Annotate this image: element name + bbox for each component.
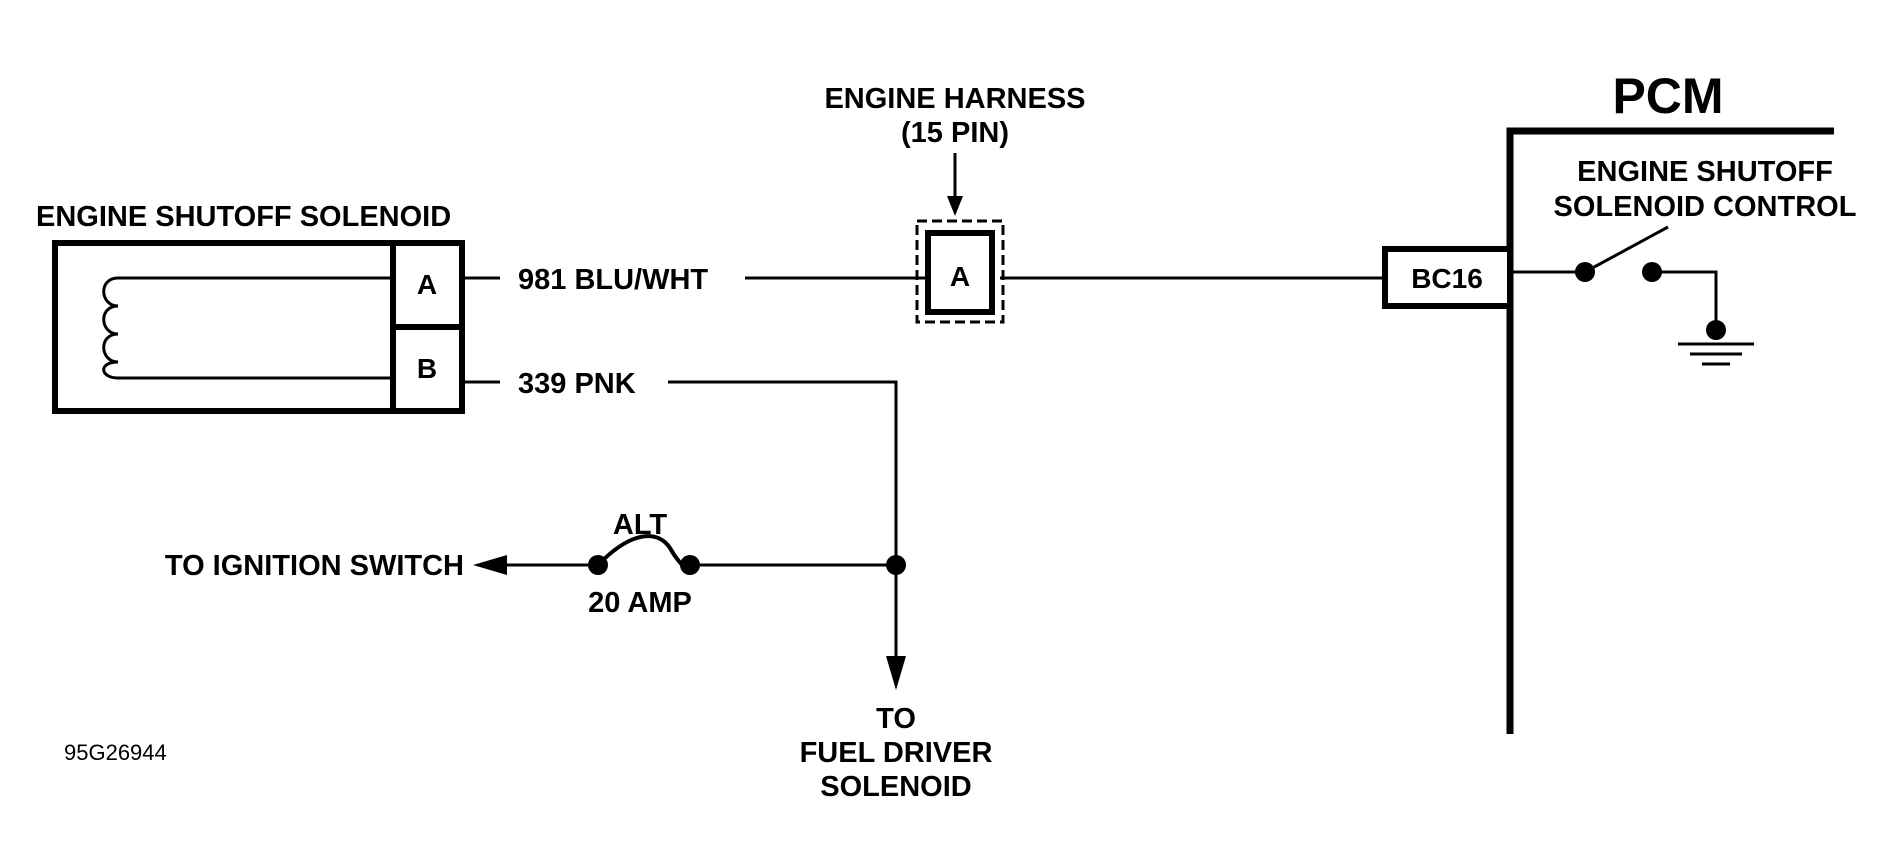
pcm-module: PCM BC16 ENGINE SHUTOFF SOLENOID CONTROL [1382, 68, 1857, 734]
harness-dashed-outline [915, 219, 1005, 324]
solenoid-title: ENGINE SHUTOFF SOLENOID [36, 201, 451, 233]
figure-id: 95G26944 [64, 740, 167, 765]
pcm-terminal-box [1382, 246, 1513, 309]
harness-arrow-head [947, 196, 963, 216]
harness-label-line1: ENGINE HARNESS [824, 83, 1085, 115]
solenoid-pin-a: A [417, 269, 437, 300]
pcm-control-line2: SOLENOID CONTROL [1554, 191, 1857, 223]
ignition-label: TO IGNITION SWITCH [165, 550, 464, 582]
ground-icon [1678, 342, 1754, 366]
fuel-driver-branch: TO FUEL DRIVER SOLENOID [800, 555, 993, 803]
solenoid-pin-b: B [417, 353, 437, 384]
ground-node [1706, 320, 1726, 340]
engine-harness-connector: ENGINE HARNESS (15 PIN) A [824, 83, 1086, 324]
wire-a-label: 981 BLU/WHT [518, 264, 708, 296]
fuse-symbol [596, 534, 695, 575]
fuel-driver-arrow-head [886, 656, 906, 690]
pcm-terminal: BC16 [1411, 263, 1483, 294]
harness-pin-a: A [950, 261, 970, 292]
pcm-control-line1: ENGINE SHUTOFF [1577, 156, 1833, 188]
pcm-title: PCM [1612, 68, 1723, 124]
fuse-rating: 20 AMP [588, 587, 692, 619]
wire-981-blu-wht: 981 BLU/WHT [462, 264, 1385, 296]
engine-shutoff-solenoid: ENGINE SHUTOFF SOLENOID A B [36, 201, 465, 414]
switch-blade [1584, 225, 1669, 274]
wire-339-pnk: 339 PNK [462, 368, 898, 565]
fuel-label-line3: SOLENOID [820, 771, 971, 803]
harness-label-line2: (15 PIN) [901, 117, 1009, 149]
ignition-arrow-head [473, 555, 507, 575]
fuel-label-line1: TO [876, 703, 916, 735]
solenoid-coil [102, 276, 393, 380]
pcm-boundary [1506, 127, 1834, 734]
wire-b-label: 339 PNK [518, 368, 636, 400]
harness-pin-box [925, 230, 995, 315]
fuel-label-line2: FUEL DRIVER [800, 737, 993, 769]
ignition-branch: ALT 20 AMP TO IGNITION SWITCH [165, 509, 896, 619]
